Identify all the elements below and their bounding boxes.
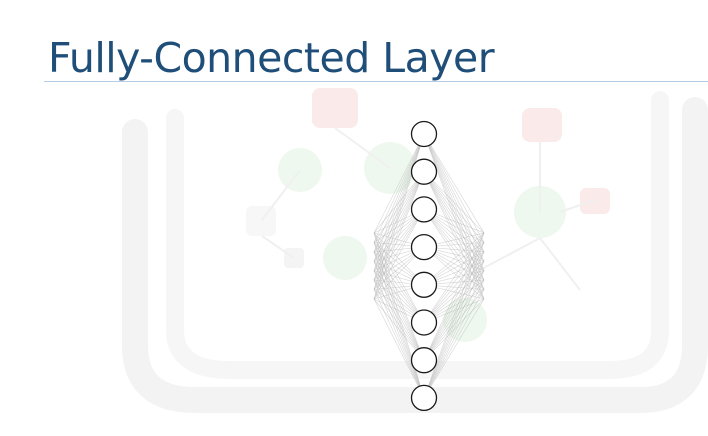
edge-right-6-1 [423,242,485,361]
edge-left-0-2 [373,133,425,252]
edge-left-7-1 [373,242,425,398]
edge-right-2-3 [423,209,485,262]
edge-right-1-3 [423,171,485,262]
neuron-node-1 [410,120,438,148]
edge-right-7-0 [423,232,485,399]
edge-left-1-0 [373,171,425,234]
edge-left-7-3 [373,261,425,399]
edge-left-0-0 [373,133,425,234]
edge-right-6-3 [423,261,485,361]
neuron-node-6 [410,309,438,336]
edge-right-5-2 [423,251,485,323]
neuron-node-3 [410,196,438,223]
edge-right-0-3 [423,133,485,262]
edge-right-1-2 [423,171,485,252]
edge-right-7-5 [423,279,485,399]
edge-left-6-0 [373,232,425,361]
edge-right-7-6 [423,289,485,399]
edge-right-0-2 [423,133,485,252]
edge-right-1-0 [423,171,485,234]
edge-left-7-2 [373,251,425,398]
neuron-node-7 [410,347,438,374]
slide-title: Fully-Connected Layer [48,34,495,82]
edge-right-1-1 [423,171,485,243]
edge-left-7-6 [373,289,425,399]
edge-left-0-1 [373,133,425,243]
edge-left-7-7 [373,298,425,399]
edge-left-7-0 [373,232,425,398]
edge-right-6-2 [423,251,485,361]
edge-right-5-3 [423,261,485,323]
edge-left-1-2 [373,171,425,252]
edge-left-5-2 [373,251,425,323]
edge-right-5-0 [423,232,485,323]
title-underline [44,81,708,82]
edge-right-7-7 [423,298,485,399]
edge-left-1-1 [373,171,425,243]
neuron-node-2 [410,158,438,185]
edge-right-7-1 [423,242,485,399]
edge-left-5-3 [373,261,425,323]
edge-left-5-1 [373,242,425,323]
neuron-node-4 [410,233,438,261]
edge-right-0-1 [423,133,485,243]
edge-right-5-1 [423,242,485,323]
edge-left-7-4 [373,270,425,399]
edge-right-0-0 [423,133,485,234]
edge-left-6-1 [373,242,425,361]
edge-left-6-2 [373,251,425,361]
edge-right-7-3 [423,261,485,399]
edge-right-6-0 [423,232,485,361]
neuron-node-5 [410,271,438,298]
edge-left-7-5 [373,279,425,399]
edge-left-6-3 [373,261,425,361]
edge-right-7-4 [423,270,485,399]
edge-left-5-0 [373,232,425,323]
edge-left-1-3 [373,171,425,262]
edge-left-0-3 [373,133,425,262]
edge-right-4-0 [423,232,485,286]
neuron-column [410,120,438,412]
neuron-node-8 [410,384,438,412]
edge-right-7-2 [423,251,485,399]
